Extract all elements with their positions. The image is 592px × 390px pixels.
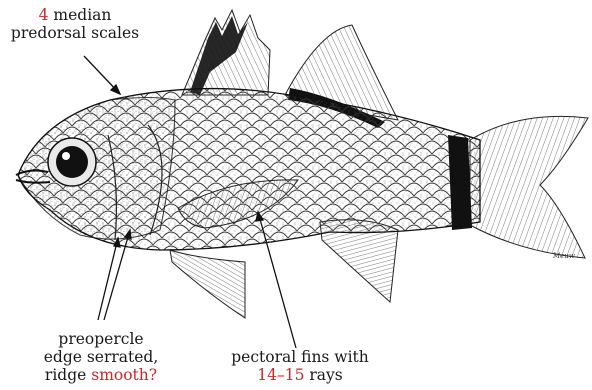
first-dorsal-fin	[182, 10, 270, 95]
label-preop-line3-highlight: smooth?	[91, 366, 157, 384]
label-preop-line3-prefix: ridge	[45, 366, 91, 384]
label-preop-line1: preopercle	[58, 330, 143, 348]
label-preopercle: preopercle edge serrated, ridge smooth?	[26, 330, 176, 384]
label-scales-text2: predorsal scales	[11, 24, 139, 42]
pelvic-fin	[170, 250, 245, 318]
caudal-fin	[470, 116, 588, 258]
fish-body	[16, 89, 480, 250]
label-pect-line2-suffix: rays	[304, 366, 342, 384]
label-pectoral-fins: pectoral fins with 14–15 rays	[205, 348, 395, 384]
label-pect-line1: pectoral fins with	[231, 348, 369, 366]
label-scales-count: 4	[39, 6, 49, 24]
label-pect-ray-count: 14–15	[257, 366, 304, 384]
illustrator-signature: Meuw	[553, 252, 575, 260]
label-preop-line2: edge serrated,	[44, 348, 159, 366]
label-scales-text1: median	[48, 6, 111, 24]
label-predorsal-scales: 4 median predorsal scales	[0, 6, 150, 42]
